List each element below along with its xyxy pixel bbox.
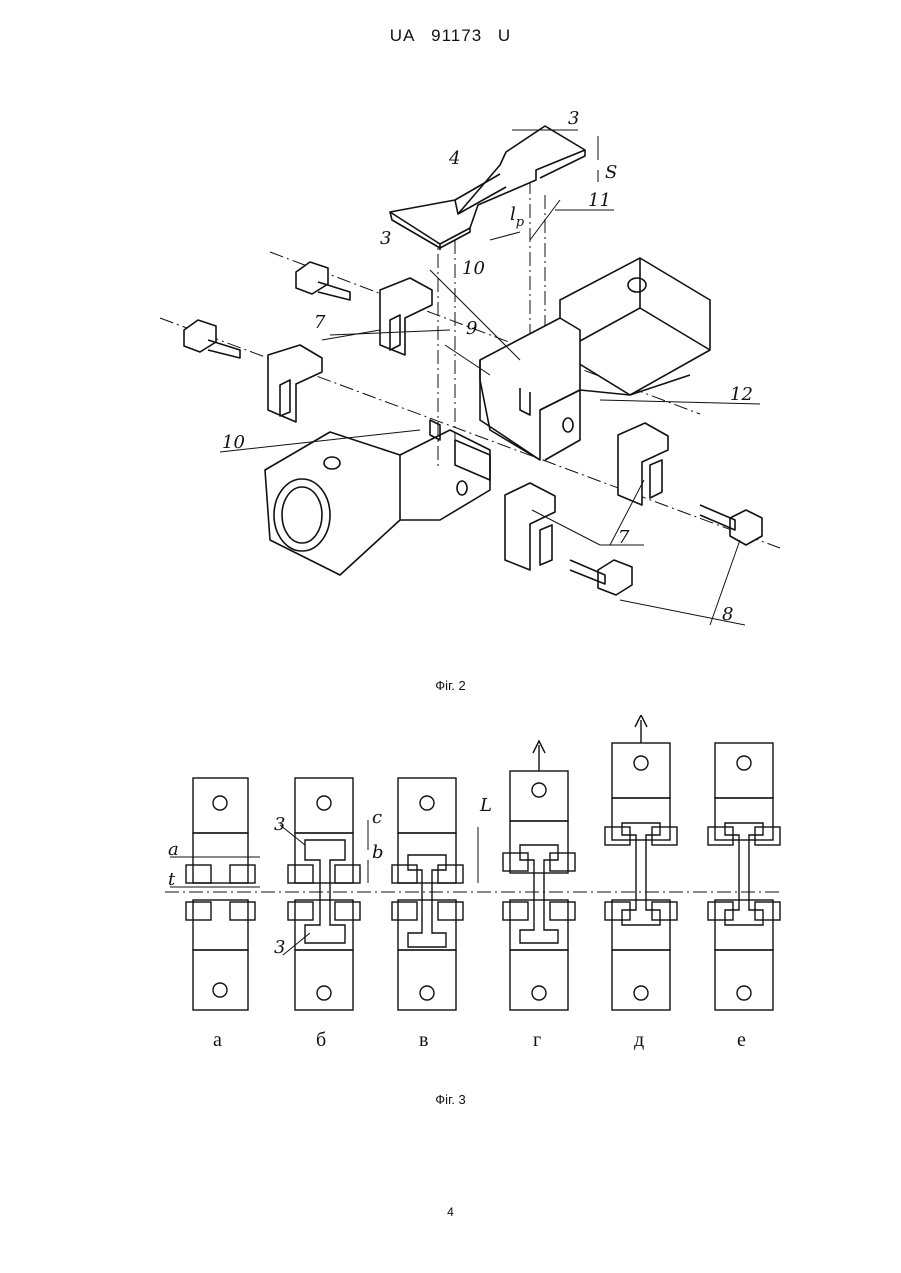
panel-a (186, 778, 255, 1010)
figure-3-caption: Фіг. 3 (0, 1092, 901, 1107)
label-7-top: 7 (314, 312, 326, 333)
label-10-left: 10 (222, 432, 245, 453)
label-b: b (372, 842, 384, 863)
panel-label-b: б (316, 1029, 326, 1051)
label-3-upper: 3 (274, 814, 285, 835)
label-3-top: 3 (568, 108, 579, 129)
figure-2-drawing: 3 4 S lp 11 3 10 9 7 12 10 7 8 (0, 0, 901, 680)
right-body (480, 258, 710, 460)
label-L: L (479, 795, 492, 816)
panel-label-e: е (737, 1029, 746, 1051)
panel-d (605, 715, 677, 1010)
label-8: 8 (722, 604, 733, 625)
panel-e (708, 743, 780, 1010)
panel-b (288, 778, 360, 1010)
label-7-bottom: 7 (618, 527, 630, 548)
label-a: a (168, 839, 179, 860)
figure-3-drawing: a t c b L 3 3 а б в г д е (0, 715, 901, 1075)
label-lp: lp (510, 204, 525, 230)
label-4: 4 (448, 148, 460, 169)
label-10-top: 10 (462, 258, 485, 279)
label-S: S (605, 162, 617, 183)
label-3-bottom: 3 (380, 228, 391, 249)
label-3-lower: 3 (274, 937, 285, 958)
panel-label-g: г (533, 1029, 541, 1051)
panel-label-v: в (419, 1029, 428, 1051)
label-c: c (372, 807, 382, 828)
label-11: 11 (588, 190, 611, 211)
page-number: 4 (0, 1205, 901, 1219)
label-t: t (168, 869, 176, 890)
specimen-plate (390, 126, 585, 250)
panel-v (392, 778, 463, 1010)
panel-label-d: д (634, 1029, 644, 1051)
panel-label-a: а (213, 1029, 222, 1051)
label-9: 9 (466, 318, 477, 339)
figure-2-caption: Фіг. 2 (0, 678, 901, 693)
panel-g (503, 741, 575, 1010)
label-12: 12 (730, 384, 753, 405)
